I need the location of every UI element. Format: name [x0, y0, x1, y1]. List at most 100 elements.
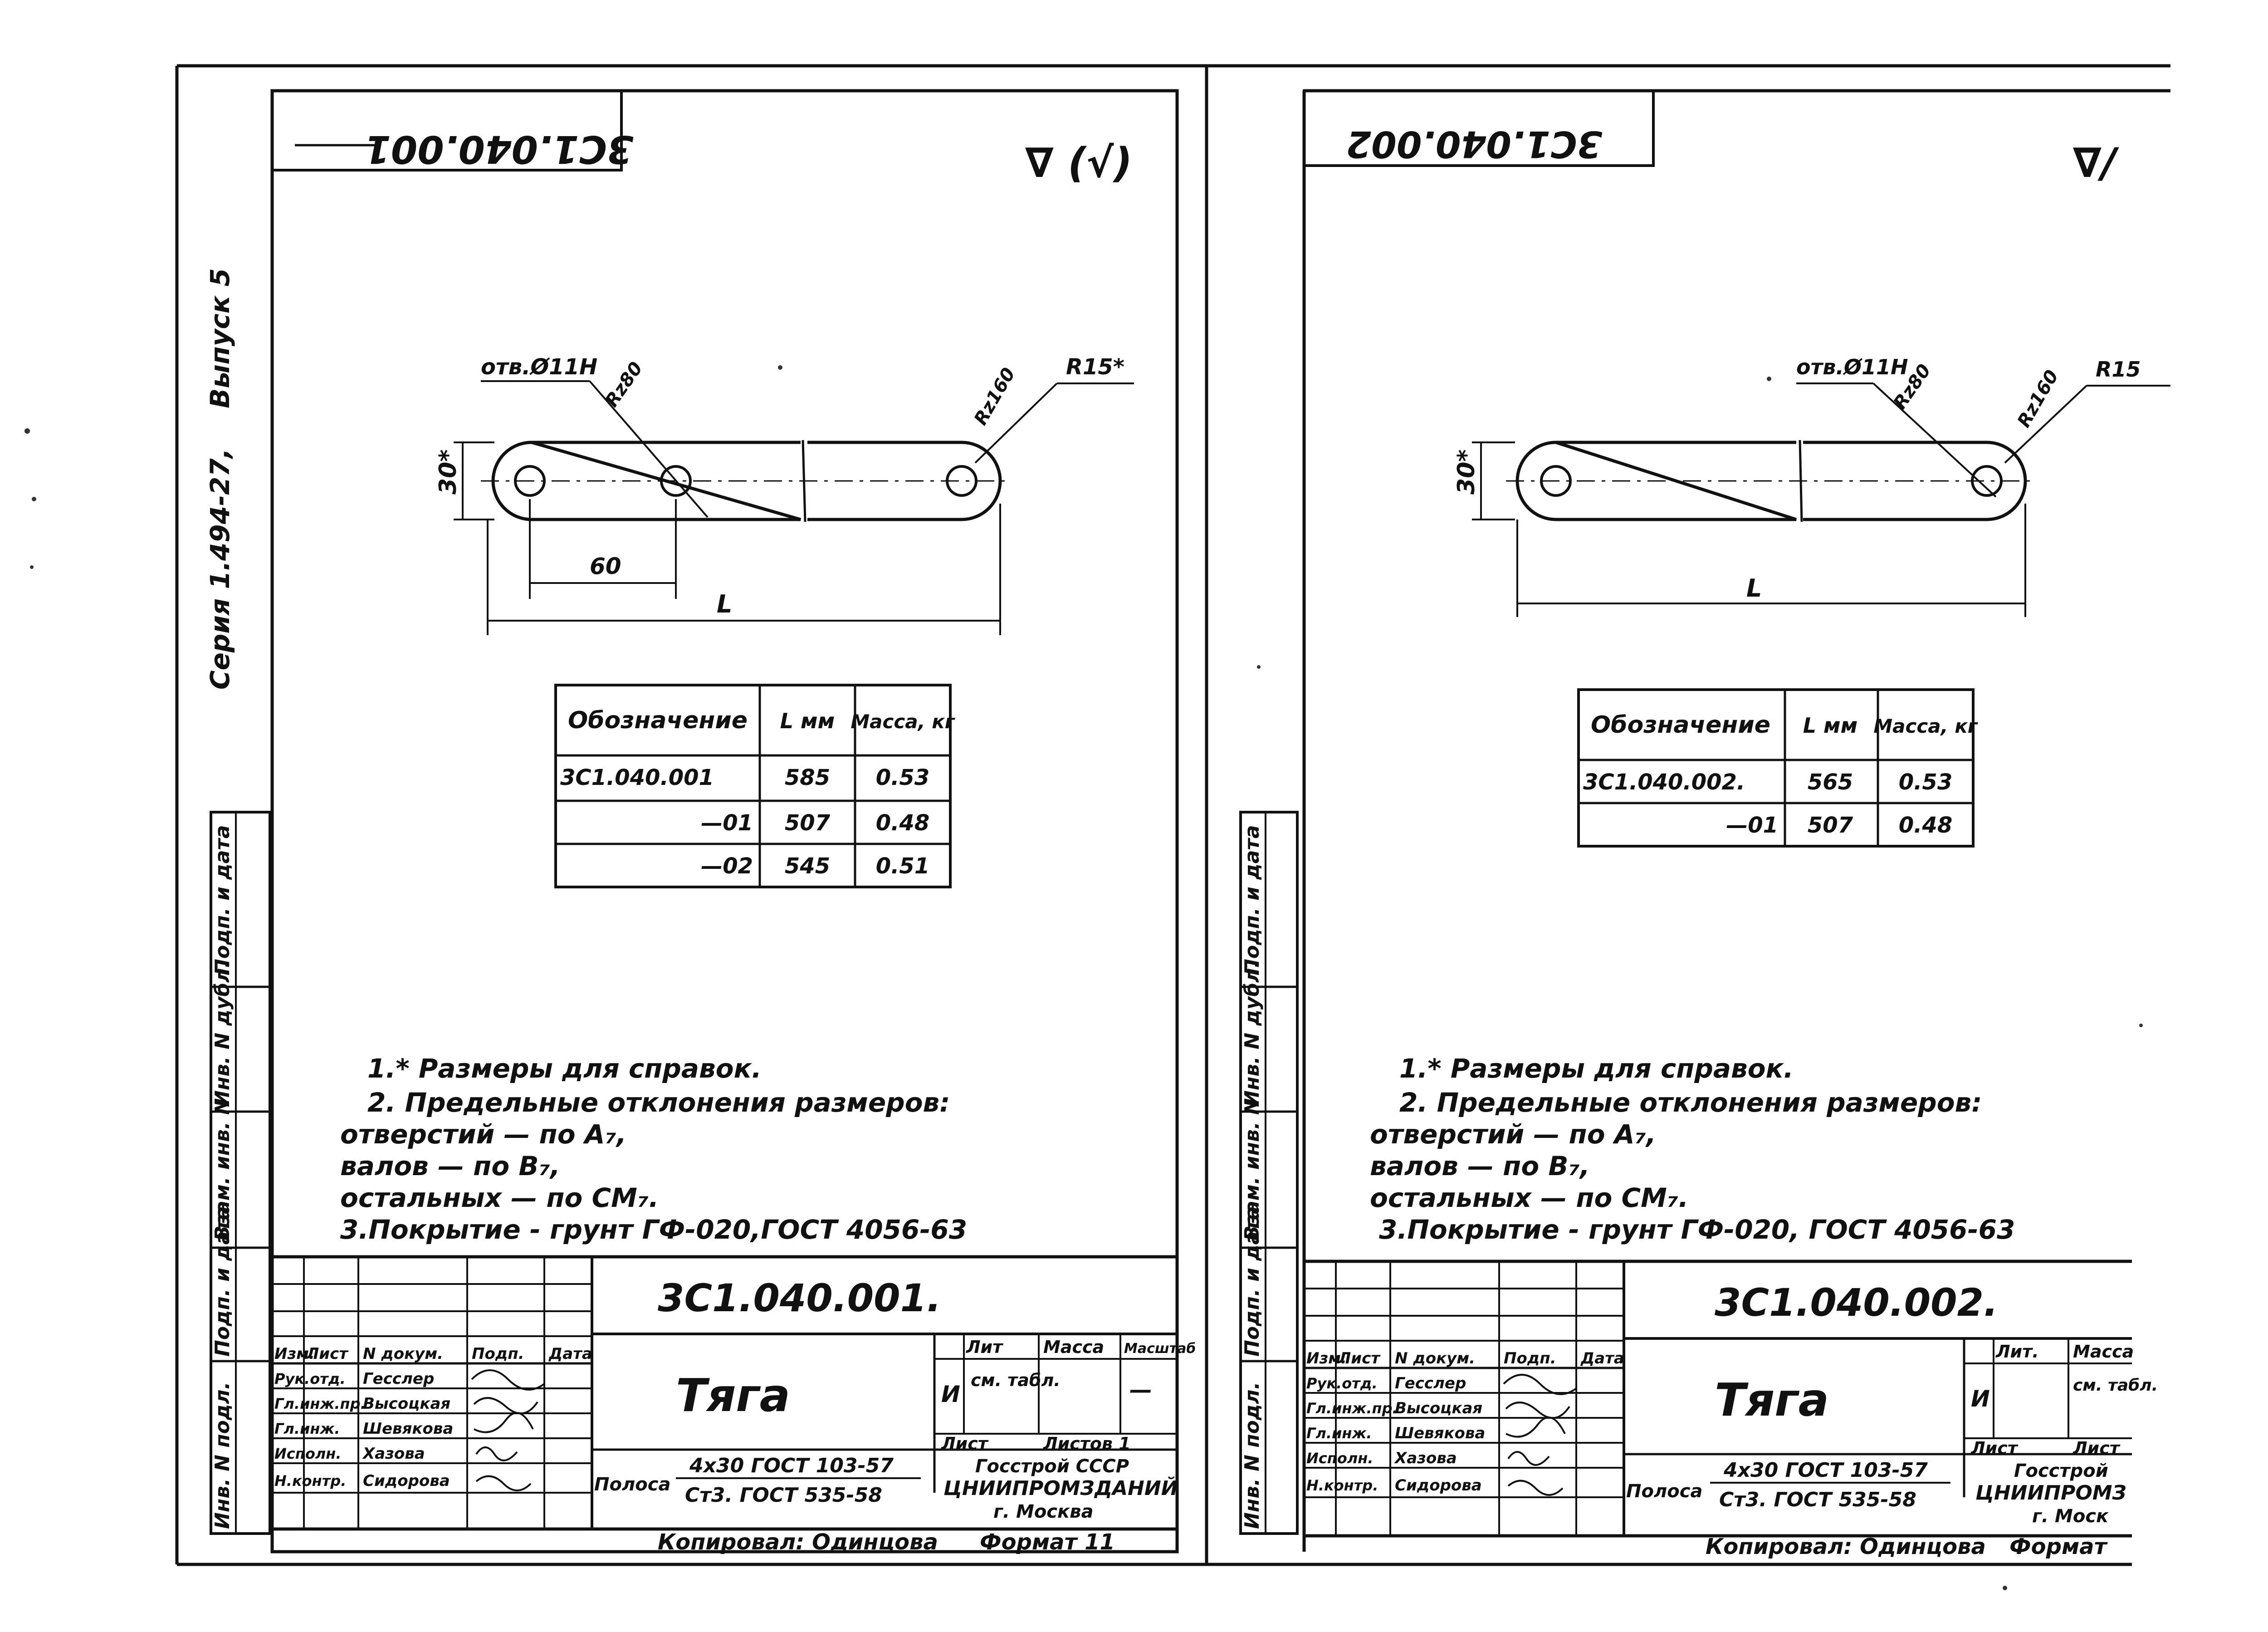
sheet2-designation: 3С1.040.002. [1715, 1280, 1998, 1325]
sheet1-material-label: Полоса [594, 1474, 670, 1495]
sheet1-note-6: 3.Покрытие - грунт ГФ-020,ГОСТ 4056-63 [340, 1214, 967, 1245]
sheet2-sheets-label: Лист [2072, 1438, 2121, 1458]
sheet2-rz-end: Rz160 [2014, 367, 2063, 431]
sheet1-role-2: Гл.инж.пр. [274, 1395, 366, 1412]
sheet2-role-3: Гл.инж. [1306, 1425, 1372, 1442]
sheet2-name-1: Гесслер [1395, 1374, 1466, 1392]
sheet2-note-1: 1.* Размеры для справок. [1399, 1053, 1794, 1084]
sheet1-col-data: Дата [548, 1345, 592, 1363]
sheet1-r2-c2: 507 [785, 810, 831, 836]
sheet1-col-izm: Изм. [274, 1345, 315, 1363]
sheet2-margin: Подп. и дата Инв. N дубл. Взам. инв. N П… [1239, 811, 1299, 1535]
sheet1-copied: Копировал: Одинцова [658, 1529, 938, 1555]
sheet1-designation: 3С1.040.001. [658, 1276, 941, 1320]
sheet2-part: 30* L отв.Ø11Н Rz80 R15 Rz160 [1453, 355, 2170, 617]
sheet2-signatures [1503, 1374, 1577, 1496]
sheet1-notes: 1.* Размеры для справок. 2. Предельные о… [340, 1053, 967, 1245]
sheet2-code-rotated: 3С1.040.002 [1346, 123, 1603, 165]
sheet2-name-5: Сидорова [1395, 1476, 1482, 1495]
sheet1-title-block: Изм. Лист N докум. Подп. Дата Рук.отд. Г… [270, 1255, 1196, 1555]
sheet1-name-5: Сидорова [363, 1472, 450, 1490]
sheet2-mass-header: Масса [2073, 1342, 2134, 1362]
sheet2-note-3: отверстий — по А₇, [1370, 1119, 1656, 1150]
sheet2-title-block: Изм. Лист N докум. Подп. Дата Рук.отд. Г… [1304, 1260, 2158, 1559]
series-label: Серия 1.494-27, [205, 448, 235, 690]
sheet2-org-2: ЦНИИПРОМЗ [1975, 1481, 2126, 1505]
sheet2-note-6: 3.Покрытие - грунт ГФ-020, ГОСТ 4056-63 [1379, 1214, 2015, 1245]
sheet2-role-5: Н.контр. [1306, 1477, 1378, 1494]
sheet1-col-podp: Подп. [472, 1345, 524, 1363]
sheet1-note-1: 1.* Размеры для справок. [367, 1053, 762, 1084]
sheet2-note-5: остальных — по СМ₇. [1370, 1182, 1688, 1213]
sheet1-note-4: валов — по В₇, [340, 1151, 560, 1181]
sheet1-r1-c3: 0.53 [876, 765, 929, 790]
sheet2-note-2: 2. Предельные отклонения размеров: [1399, 1087, 1982, 1118]
sheet1-lit-value: И [941, 1381, 960, 1407]
sheet1-r3-c2: 545 [785, 853, 830, 879]
sheet2-lit-header: Лит. [1995, 1342, 2039, 1362]
sheet2-dim-height: 30* [1453, 449, 1480, 495]
sheet1-r3-c3: 0.51 [876, 853, 929, 879]
issue-label: Выпуск 5 [205, 268, 235, 408]
sheet1-r1-c2: 585 [785, 765, 830, 790]
sheet2-role-4: Исполн. [1306, 1450, 1374, 1467]
sheet2-name-2: Высоцкая [1395, 1399, 1482, 1417]
sheet1-radius: R15* [1066, 354, 1124, 380]
sheet1-role-4: Исполн. [274, 1445, 342, 1462]
sheet2-r2-c1: —01 [1726, 813, 1778, 838]
sheet-2: 3С1.040.002 ∇/ 30* L отв.Ø11Н Rz80 R15 R… [1302, 89, 2170, 1559]
sheet1-r2-c3: 0.48 [876, 810, 929, 836]
sheet-1: 3С1.040.001 ∇ (√) 30* 60 L о [270, 89, 1196, 1555]
sheet1-col-ndoc: N докум. [363, 1345, 443, 1363]
sheet1-note-5: остальных — по СМ₇. [340, 1182, 659, 1213]
sheet1-part: 30* 60 L отв.Ø11Н Rz80 R15* Rz160 [435, 354, 1134, 635]
sheet2-roughness: ∇/ [2073, 139, 2120, 187]
sheet2-lit-value: И [1971, 1386, 1990, 1412]
sheet1-r2-c1: —01 [701, 810, 753, 836]
sheet2-role-1: Рук.отд. [1306, 1375, 1378, 1392]
sheet1-r3-c1: —02 [701, 853, 753, 879]
sheet1-role-5: Н.контр. [274, 1472, 346, 1490]
sheet2-copied: Копировал: Одинцова [1706, 1534, 1986, 1559]
sheet1-material-2: Ст3. ГОСТ 535-58 [685, 1484, 882, 1507]
stamp-inv-podl: Инв. N подл. [211, 1382, 234, 1529]
sheet2-th-designation: Обозначение [1591, 711, 1770, 739]
sheet1-col-list: Лист [306, 1345, 349, 1363]
sheet2-r2-c3: 0.48 [1899, 813, 1952, 838]
sheet1-note-2: 2. Предельные отклонения размеров: [367, 1087, 950, 1118]
s2-stamp-vzam-inv: Взам. инв. N [1241, 1098, 1264, 1241]
sheet2-part-name: Тяга [1715, 1373, 1829, 1426]
sheet2-name-3: Шевякова [1395, 1424, 1485, 1442]
sheet1-note-3: отверстий — по А₇, [340, 1119, 626, 1150]
sheet1-lit-header: Лит [966, 1337, 1003, 1357]
sheet1-th-designation: Обозначение [568, 707, 748, 734]
sheet1-rz-end: Rz160 [970, 364, 1020, 429]
sheet2-radius: R15 [2096, 357, 2141, 382]
sheet1-org-1: Госстрой СССР [975, 1456, 1129, 1477]
sheet1-r1-c1: 3С1.040.001 [560, 765, 714, 790]
sheet1-dim-60: 60 [590, 553, 621, 579]
sheet1-roughness: ∇ (√) [1025, 139, 1132, 187]
sheet2-col-izm: Изм. [1306, 1349, 1347, 1367]
sheet2-col-data: Дата [1580, 1349, 1624, 1367]
sheet1-name-2: Высоцкая [363, 1395, 450, 1413]
sheet1-hole-label: отв.Ø11Н [481, 354, 597, 380]
s2-stamp-podp-data-2: Подп. и дата [1241, 1206, 1264, 1357]
sheet1-sheets-label: Листов 1 [1043, 1434, 1131, 1454]
sheet1-mass-header: Масса [1043, 1337, 1104, 1357]
sheet1-org-3: г. Москва [993, 1501, 1093, 1522]
stamp-vzam-inv: Взам. инв. N [211, 1098, 234, 1241]
sheet2-hole-label: отв.Ø11Н [1796, 355, 1908, 379]
sheet2-note-4: валов — по В₇, [1370, 1151, 1590, 1181]
sheet1-scale-value: — [1129, 1377, 1152, 1403]
sheet1-name-4: Хазова [362, 1445, 425, 1463]
sheet2-notes: 1.* Размеры для справок. 2. Предельные о… [1370, 1053, 2015, 1245]
sheet1-signatures [471, 1369, 545, 1491]
sheet2-material-1: 4х30 ГОСТ 103-57 [1723, 1459, 1928, 1482]
sheet2-r1-c3: 0.53 [1899, 769, 1952, 795]
sheet2-role-2: Гл.инж.пр. [1306, 1400, 1398, 1417]
sheet2-th-mass: Масса, кг [1873, 715, 1978, 737]
sheet1-th-mass: Масса, кг [850, 711, 955, 733]
sheet1-table: Обозначение L мм Масса, кг 3С1.040.001 5… [554, 684, 956, 888]
